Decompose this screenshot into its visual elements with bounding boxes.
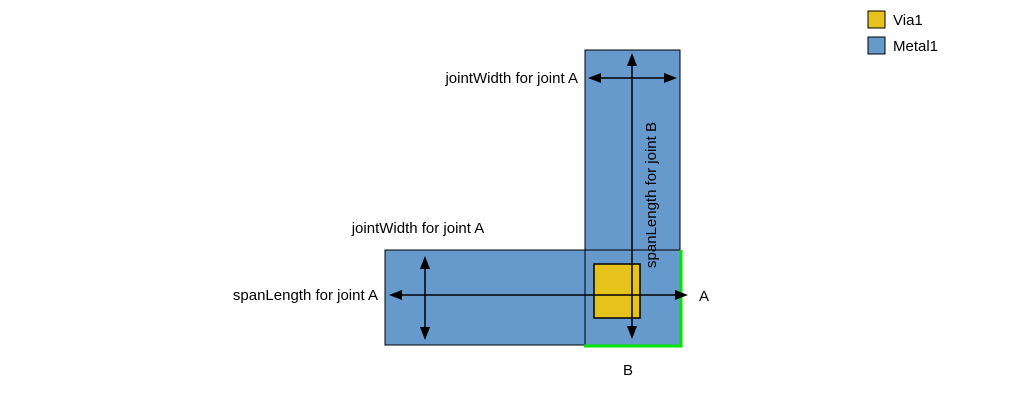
arrowhead-up-icon [627,53,637,66]
spanlength-joint-a-arrow [389,290,688,300]
arrowhead-right-icon [675,290,688,300]
joint-b-edge-highlight [584,250,683,348]
arrowhead-up-icon [420,256,430,269]
joint-b-marker-label: B [623,362,633,379]
jointwidth-top-label: jointWidth for joint A [444,70,578,87]
via1-square [593,263,641,319]
spanlength-joint-b-arrow [627,53,637,339]
spanlength-joint-a-label: spanLength for joint A [233,287,378,304]
legend-metal1-label: Metal1 [893,38,938,55]
jointwidth-mid-arrow [420,256,430,340]
arrowhead-down-icon [420,327,430,340]
joint-a-marker-label: A [699,288,709,305]
arrowhead-down-icon [627,326,637,339]
arrowhead-right-icon [664,73,677,83]
legend-metal1-swatch-icon [867,36,886,55]
legend-via1-swatch-icon [867,10,886,29]
legend-via1-label: Via1 [893,12,923,29]
legend: Via1 Metal1 [867,10,938,55]
spanlength-joint-b-label: spanLength for joint B [643,122,660,268]
arrowhead-left-icon [389,290,402,300]
jointwidth-mid-label: jointWidth for joint A [351,220,485,237]
arrowhead-left-icon [588,73,601,83]
